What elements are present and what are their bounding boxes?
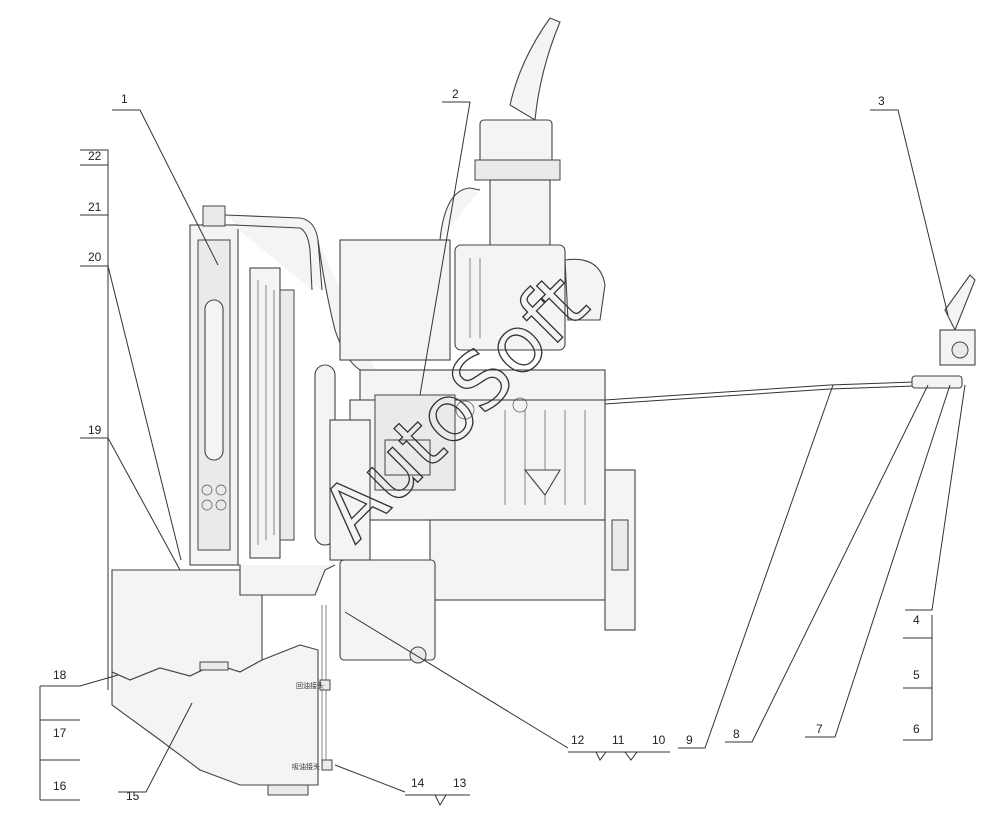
callout-19: 19 bbox=[88, 423, 102, 437]
leader-lines bbox=[39, 101, 966, 807]
callout-12: 12 bbox=[571, 733, 585, 747]
callout-9: 9 bbox=[686, 733, 693, 747]
throttle-linkage bbox=[604, 274, 976, 405]
fan-shroud bbox=[249, 267, 295, 559]
callout-3: 3 bbox=[878, 94, 885, 108]
callout-17: 17 bbox=[53, 726, 67, 740]
callout-18: 18 bbox=[53, 668, 67, 682]
callout-22: 22 bbox=[88, 149, 102, 163]
callout-6: 6 bbox=[913, 722, 920, 736]
callout-16: 16 bbox=[53, 779, 67, 793]
callout-21: 21 bbox=[88, 200, 102, 214]
callout-8: 8 bbox=[733, 727, 740, 741]
callout-15: 15 bbox=[126, 789, 140, 803]
callout-5: 5 bbox=[913, 668, 920, 682]
callout-20: 20 bbox=[88, 250, 102, 264]
engine-block bbox=[314, 239, 636, 664]
callout-14: 14 bbox=[411, 776, 425, 790]
air-cleaner bbox=[349, 17, 606, 351]
callout-2: 2 bbox=[452, 87, 459, 101]
inlet-fitting-label: 吸油接头 bbox=[292, 762, 320, 771]
callout-10: 10 bbox=[652, 733, 666, 747]
radiator bbox=[189, 205, 323, 566]
callout-7: 7 bbox=[816, 722, 823, 736]
callout-13: 13 bbox=[453, 776, 467, 790]
callout-11: 11 bbox=[612, 733, 625, 747]
callout-4: 4 bbox=[913, 613, 920, 627]
fuel-lines bbox=[319, 605, 333, 771]
callout-numbers: 1 2 3 4 5 6 7 8 9 10 11 12 13 14 15 16 1… bbox=[53, 87, 920, 803]
fuel-tank bbox=[111, 569, 319, 796]
return-fitting-label: 回油接头 bbox=[296, 681, 324, 690]
callout-1: 1 bbox=[121, 92, 128, 106]
